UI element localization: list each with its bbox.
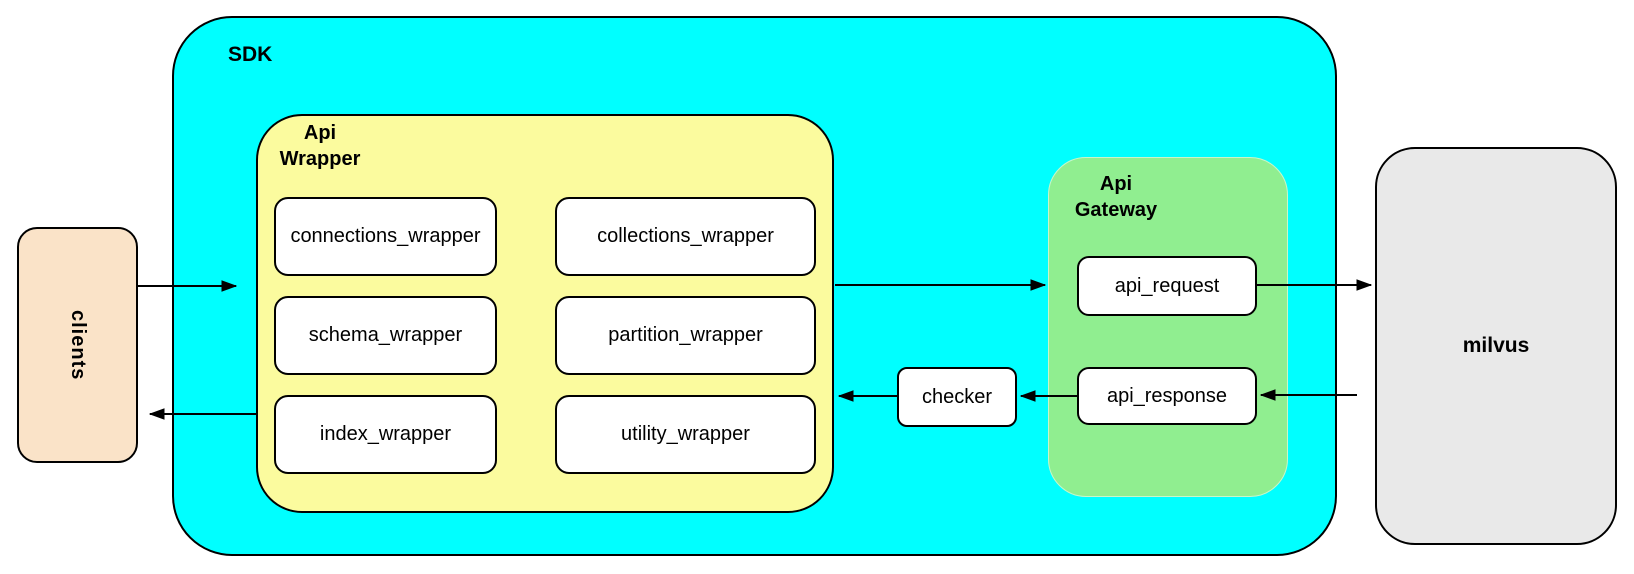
connections-wrapper-label: connections_wrapper	[290, 225, 481, 247]
utility-wrapper-label: utility_wrapper	[621, 423, 750, 445]
node-clients: clients	[17, 227, 138, 463]
schema-wrapper-label: schema_wrapper	[308, 324, 463, 346]
api-response-label: api_response	[1106, 384, 1228, 407]
node-partition-wrapper: partition_wrapper	[555, 296, 816, 375]
node-index-wrapper: index_wrapper	[274, 395, 497, 474]
checker-label: checker	[921, 385, 993, 408]
clients-label: clients	[67, 309, 89, 381]
node-api-gateway	[1048, 157, 1288, 497]
node-api-response: api_response	[1077, 367, 1257, 425]
sdk-label: SDK	[228, 43, 273, 66]
milvus-label: milvus	[1462, 334, 1530, 357]
node-api-request: api_request	[1077, 256, 1257, 316]
api-request-label: api_request	[1114, 274, 1220, 297]
node-checker: checker	[897, 367, 1017, 427]
node-schema-wrapper: schema_wrapper	[274, 296, 497, 375]
collections-wrapper-label: collections_wrapper	[597, 225, 774, 247]
partition-wrapper-label: partition_wrapper	[608, 324, 763, 346]
node-milvus: milvus	[1375, 147, 1617, 545]
node-utility-wrapper: utility_wrapper	[555, 395, 816, 474]
node-collections-wrapper: collections_wrapper	[555, 197, 816, 276]
node-connections-wrapper: connections_wrapper	[274, 197, 497, 276]
index-wrapper-label: index_wrapper	[319, 423, 452, 445]
api-wrapper-label: Api Wrapper	[279, 122, 361, 170]
api-gateway-label: Api Gateway	[1074, 173, 1158, 221]
